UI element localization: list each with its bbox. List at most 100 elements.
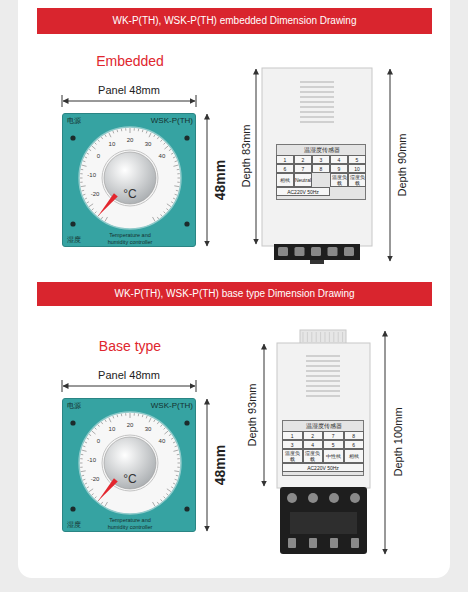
dial-tick bbox=[177, 173, 179, 174]
pointer bbox=[98, 478, 118, 501]
dial-tick bbox=[83, 445, 85, 447]
dial-number: -10 bbox=[82, 456, 102, 464]
terminal-screw bbox=[308, 493, 318, 503]
dial-tick bbox=[167, 204, 171, 207]
dial-tick bbox=[112, 416, 114, 418]
terminal-cell: 3 bbox=[312, 155, 330, 164]
knob-rib bbox=[333, 332, 334, 342]
dimension-line bbox=[63, 101, 195, 102]
dial-tick bbox=[105, 420, 106, 422]
dial-number: 40 bbox=[152, 437, 172, 445]
dimension-label: Depth 100mm bbox=[392, 407, 405, 476]
dial-tick bbox=[154, 135, 155, 137]
vent-slot bbox=[306, 355, 340, 357]
dial-tick bbox=[82, 450, 87, 451]
side-view-embedded bbox=[262, 68, 372, 246]
dial-tick bbox=[83, 160, 85, 162]
dial-tick bbox=[80, 182, 82, 183]
vent-slot bbox=[300, 96, 334, 98]
knob-rib bbox=[311, 332, 312, 342]
dial-tick bbox=[142, 130, 144, 132]
terminal-cell: 9 bbox=[330, 164, 348, 173]
dial-tick bbox=[81, 470, 86, 472]
dimension-label: 48mm bbox=[212, 160, 228, 200]
dial-tick bbox=[80, 463, 83, 464]
terminal-cell: 温度负载 bbox=[330, 173, 348, 187]
dial-number: 40 bbox=[152, 152, 172, 160]
plate-heading: 温湿度传感器 bbox=[283, 422, 365, 430]
dial-tick bbox=[149, 418, 151, 423]
dial-tick bbox=[95, 497, 97, 499]
dial-tick bbox=[161, 425, 163, 427]
dial-tick bbox=[161, 214, 163, 216]
terminal-cell: 6 bbox=[344, 440, 365, 449]
terminal-cell: 湿度负载 bbox=[303, 449, 324, 463]
knob-rib bbox=[342, 332, 343, 342]
dial-tick bbox=[109, 418, 111, 423]
vent-slot bbox=[306, 385, 340, 387]
dial-tick bbox=[89, 434, 91, 435]
dimension-line bbox=[207, 399, 208, 531]
panel-caption: Temperature and humidity controller bbox=[99, 232, 161, 245]
dial-tick bbox=[175, 194, 177, 196]
vent-slot bbox=[306, 375, 340, 377]
terminal-screw bbox=[330, 538, 338, 548]
dial-tick bbox=[83, 194, 85, 196]
vent-slot bbox=[306, 365, 340, 367]
terminal-screw bbox=[278, 247, 288, 256]
knob bbox=[104, 152, 156, 204]
terminal-screw bbox=[351, 538, 359, 548]
terminal-screw bbox=[350, 493, 360, 503]
dial-number: 30 bbox=[138, 140, 158, 148]
dial-tick bbox=[130, 128, 131, 133]
vent-slot bbox=[306, 380, 340, 382]
section-banner: WK-P(TH), WSK-P(TH) embedded Dimension D… bbox=[37, 8, 432, 34]
dial-tick bbox=[175, 479, 177, 481]
unit-mark: °C bbox=[115, 472, 145, 486]
dimension-line bbox=[385, 331, 386, 554]
dial-tick bbox=[82, 165, 87, 166]
terminal-cell: 2 bbox=[303, 431, 324, 440]
mounting-dot bbox=[184, 221, 189, 226]
dial-tick bbox=[171, 202, 173, 203]
dial-tick bbox=[173, 198, 175, 199]
dial-tick bbox=[178, 463, 181, 464]
mounting-dot bbox=[70, 135, 75, 140]
dial-number: 20 bbox=[120, 136, 140, 144]
dial-tick bbox=[173, 483, 175, 484]
dial-tick bbox=[157, 502, 158, 504]
mounting-dot bbox=[70, 420, 75, 425]
dial-tick bbox=[101, 502, 102, 504]
dial-tick bbox=[177, 454, 179, 455]
terminal-cell: 7 bbox=[323, 431, 344, 440]
knob bbox=[104, 437, 156, 489]
vent-slot bbox=[300, 101, 334, 103]
dial-tick bbox=[92, 146, 96, 149]
terminal-cell: AC220V 50Hz bbox=[282, 463, 364, 472]
knob-rib bbox=[338, 332, 339, 342]
terminal-cell: 10 bbox=[348, 164, 366, 173]
dial-tick bbox=[134, 128, 135, 130]
vent-slot bbox=[300, 121, 334, 123]
unit-mark: °C bbox=[115, 187, 145, 201]
dial-tick bbox=[154, 420, 155, 422]
dial-tick bbox=[177, 182, 179, 183]
section-label: Base type bbox=[99, 338, 161, 354]
dimension-label: Depth 93mm bbox=[246, 384, 259, 447]
dial-tick bbox=[109, 133, 111, 138]
panel-mark: 湿度 bbox=[67, 520, 81, 529]
dial-illustration bbox=[63, 399, 197, 533]
dial-tick bbox=[164, 143, 166, 145]
side-view-embedded bbox=[310, 260, 324, 264]
dimension-line bbox=[196, 95, 197, 107]
dimension-label: Panel 48mm bbox=[98, 84, 160, 97]
dial-tick bbox=[173, 165, 178, 166]
terminal-cell: AC220V 50Hz bbox=[276, 187, 330, 196]
dial-tick bbox=[174, 470, 179, 472]
terminal-cell: 5 bbox=[348, 155, 366, 164]
dial-tick bbox=[157, 422, 158, 424]
vent-slot bbox=[300, 111, 334, 113]
dial-tick bbox=[105, 217, 108, 221]
dial-number: 10 bbox=[102, 425, 122, 433]
knob-rib bbox=[303, 332, 304, 342]
